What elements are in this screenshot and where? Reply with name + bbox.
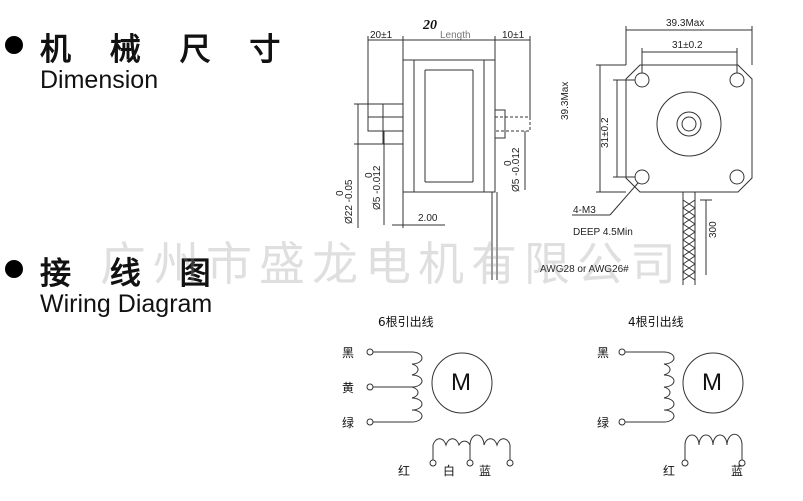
four-wire-label-green: 绿 bbox=[597, 416, 610, 430]
dimension-bullet-icon bbox=[5, 36, 23, 54]
six-wire-label-yellow: 黄 bbox=[342, 381, 355, 395]
dim-31-height: 31±0.2 bbox=[600, 117, 611, 148]
dim-31-width: 31±0.2 bbox=[672, 40, 703, 51]
four-wire-label-red: 红 bbox=[663, 464, 676, 478]
four-wire-diagram bbox=[618, 348, 746, 467]
six-wire-label-black: 黑 bbox=[342, 346, 355, 360]
dim-lead-length: 300 bbox=[708, 221, 719, 238]
dim-deep: DEEP 4.5Min bbox=[573, 227, 633, 238]
wiring-heading-cn: 接 线 图 bbox=[40, 256, 225, 292]
wiring-bullet-icon bbox=[5, 260, 23, 278]
motor-side-view bbox=[354, 36, 531, 280]
motor-front-view bbox=[572, 26, 753, 285]
six-wire-title: 6根引出线 bbox=[378, 315, 434, 329]
four-wire-title: 4根引出线 bbox=[628, 315, 684, 329]
four-wire-label-black: 黑 bbox=[597, 346, 610, 360]
six-wire-diagram bbox=[366, 348, 514, 467]
dim-length: Length bbox=[440, 30, 471, 41]
dim-5a: Ø5 -0.012 bbox=[372, 165, 383, 210]
dim-39-width: 39.3Max bbox=[666, 18, 705, 29]
dim-20: 20±1 bbox=[370, 30, 393, 41]
wiring-heading-en: Wiring Diagram bbox=[40, 290, 213, 318]
six-wire-label-white: 白 bbox=[443, 464, 456, 478]
dim-39-height: 39.3Max bbox=[560, 81, 571, 120]
dimension-heading-en: Dimension bbox=[40, 66, 159, 94]
dim-22: Ø22 -0.05 bbox=[344, 179, 355, 224]
six-wire-label-blue: 蓝 bbox=[479, 464, 492, 478]
company-watermark: 广州市盛龙电机有限公司 bbox=[100, 237, 683, 291]
dim-awg: AWG28 or AWG26# bbox=[540, 264, 629, 275]
dim-2-00: 2.00 bbox=[418, 213, 438, 224]
six-wire-label-green: 绿 bbox=[342, 416, 355, 430]
six-wire-motor-label: M bbox=[451, 369, 471, 396]
four-wire-motor-label: M bbox=[702, 369, 722, 396]
dim-4-m3: 4-M3 bbox=[573, 205, 596, 216]
four-wire-label-blue: 蓝 bbox=[731, 464, 744, 478]
dim-10: 10±1 bbox=[502, 30, 525, 41]
dimension-heading-cn: 机 械 尺 寸 bbox=[40, 32, 295, 68]
overlay-number: 20 bbox=[423, 18, 437, 33]
six-wire-label-red: 红 bbox=[398, 464, 411, 478]
dim-5b: Ø5 -0.012 bbox=[511, 147, 522, 192]
